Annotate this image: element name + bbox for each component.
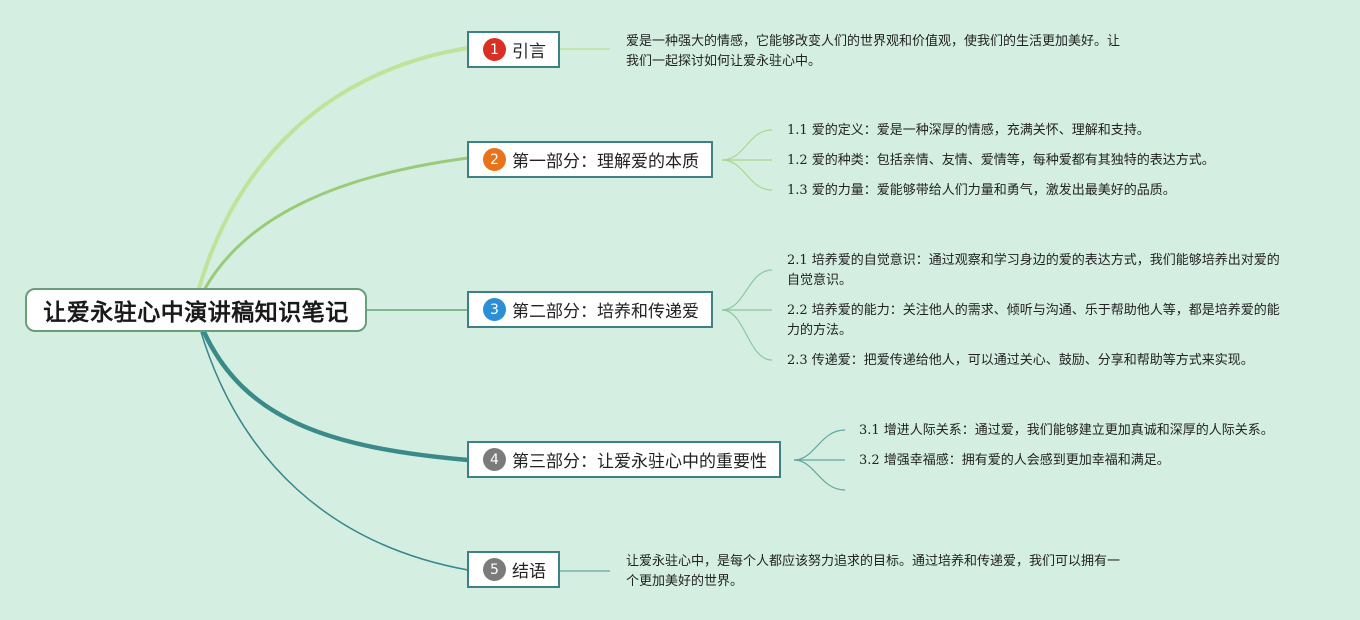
connector-detail-4-3 xyxy=(793,459,846,491)
connector-detail-2-1 xyxy=(721,129,773,161)
detail-2-2[interactable]: 1.2 爱的种类：包括亲情、友情、爱情等，每种爱都有其独特的表达方式。 xyxy=(787,153,1215,168)
number-badge-1: 1 xyxy=(483,38,506,61)
branch-topic-2[interactable]: 2 第一部分：理解爱的本质 xyxy=(467,141,713,178)
detail-3-1[interactable]: 2.1 培养爱的自觉意识：通过观察和学习身边的爱的表达方式，我们能够培养出对爱的… xyxy=(787,253,1280,288)
connector-branch-1 xyxy=(196,46,470,294)
branch-topic-3[interactable]: 3 第二部分：培养和传递爱 xyxy=(467,291,713,328)
detail-2-3[interactable]: 1.3 爱的力量：爱能够带给人们力量和勇气，激发出最美好的品质。 xyxy=(787,183,1176,198)
branch-label-5: 结语 xyxy=(512,562,546,582)
detail-3-3[interactable]: 2.3 传递爱：把爱传递给他人，可以通过关心、鼓励、分享和帮助等方式来实现。 xyxy=(787,353,1254,368)
number-badge-2: 2 xyxy=(483,148,506,171)
detail-3-2[interactable]: 2.2 培养爱的能力：关注他人的需求、倾听与沟通、乐于帮助他人等，都是培养爱的能… xyxy=(787,303,1280,338)
detail-1-1[interactable]: 爱是一种强大的情感，它能够改变人们的世界观和价值观，使我们的生活更加美好。让我们… xyxy=(626,34,1121,69)
connector-detail-3-1 xyxy=(721,269,773,311)
number-badge-5: 5 xyxy=(483,558,506,581)
detail-4-2[interactable]: 3.2 增强幸福感：拥有爱的人会感到更加幸福和满足。 xyxy=(859,453,1170,468)
number-badge-3: 3 xyxy=(483,298,506,321)
detail-2-1[interactable]: 1.1 爱的定义：爱是一种深厚的情感，充满关怀、理解和支持。 xyxy=(787,123,1150,138)
connector-detail-4-1 xyxy=(793,429,846,461)
connectors-branch-3 xyxy=(721,269,773,361)
branch-topic-5[interactable]: 5 结语 xyxy=(467,551,560,588)
number-badge-4: 4 xyxy=(483,448,506,471)
branch-label-2: 第一部分：理解爱的本质 xyxy=(512,152,699,172)
connectors-branch-4 xyxy=(793,429,846,491)
connector-detail-2-3 xyxy=(721,159,773,191)
branch-label-4: 第三部分：让爱永驻心中的重要性 xyxy=(512,452,767,472)
branch-label-3: 第二部分：培养和传递爱 xyxy=(512,302,699,322)
connector-detail-3-3 xyxy=(721,309,773,361)
connector-branch-4 xyxy=(201,329,471,463)
branch-topic-1[interactable]: 1 引言 xyxy=(467,31,560,68)
detail-5-1[interactable]: 让爱永驻心中，是每个人都应该努力追求的目标。通过培养和传递爱，我们可以拥有一个更… xyxy=(626,554,1121,589)
branch-topic-4[interactable]: 4 第三部分：让爱永驻心中的重要性 xyxy=(467,441,781,478)
connector-branch-2 xyxy=(201,156,470,294)
connector-branch-5 xyxy=(200,331,469,571)
connectors-branch-2 xyxy=(721,129,773,191)
detail-4-1[interactable]: 3.1 增进人际关系：通过爱，我们能够建立更加真诚和深厚的人际关系。 xyxy=(859,423,1274,438)
root-topic[interactable]: 让爱永驻心中演讲稿知识笔记 xyxy=(25,288,367,332)
branch-label-1: 引言 xyxy=(512,42,546,62)
